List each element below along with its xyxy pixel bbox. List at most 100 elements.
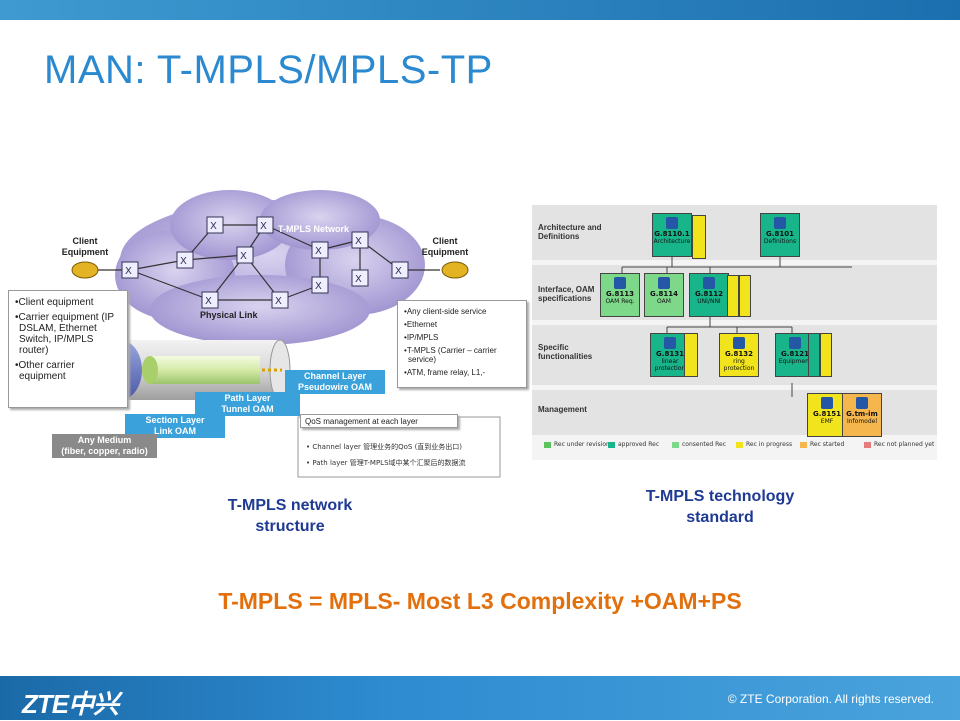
rec-id: G.8113 [606, 290, 634, 298]
legend-label: Rec not planned yet [874, 441, 935, 448]
legend-label: approved Rec [618, 441, 660, 448]
service-callout: Any client-side service Ethernet IP/MPLS… [397, 300, 527, 388]
svg-text:X: X [125, 266, 132, 277]
network-label: T-MPLS Network [278, 224, 350, 234]
slide-title: MAN: T-MPLS/MPLS-TP [44, 48, 493, 92]
qos-line-2: • Path layer 管理T-MPLS域中某个汇聚后的数据流 [306, 459, 466, 467]
rec-id: G.8132 [725, 350, 753, 358]
service-callout-item: Any client-side service [407, 307, 520, 316]
client-callout: Client equipment Carrier equipment (IP D… [8, 290, 128, 408]
svg-text:X: X [260, 221, 267, 232]
row-label-specific: Specific functionalities [538, 343, 593, 361]
client-equipment-right-label: Client Equipment [421, 236, 469, 257]
itu-logo-icon [774, 217, 786, 229]
rec-subtitle: Definitions [763, 238, 797, 245]
itu-logo-icon [703, 277, 715, 289]
qos-callout: QoS management at each layer [300, 414, 458, 428]
legend-item: consented Rec [672, 441, 726, 448]
legend-item: Rec in progress [736, 441, 792, 448]
itu-logo-icon [658, 277, 670, 289]
service-callout-item: ATM, frame relay, L1,- [407, 368, 520, 377]
legend-item: Rec under revision [544, 441, 610, 448]
legend-item: Rec started [800, 441, 844, 448]
rec-id: G.8112 [695, 290, 723, 298]
path-layer-bar [195, 392, 300, 416]
svg-text:X: X [205, 296, 212, 307]
row-label-interface: Interface, OAM specifications [538, 285, 595, 303]
tmpls-equation: T-MPLS = MPLS- Most L3 Complexity +OAM+P… [218, 588, 742, 614]
any-medium-label: Any Medium (fiber, copper, radio) [61, 435, 148, 456]
legend-label: Rec started [810, 441, 845, 448]
rec-subtitle: OAM [657, 298, 671, 305]
client-callout-item: Other carrier equipment [19, 360, 121, 382]
channel-layer-label: Channel Layer Pseudowire OAM [297, 371, 372, 392]
physical-link-label: Physical Link [200, 310, 258, 320]
itu-logo-icon [666, 217, 678, 229]
legend-swatch [800, 441, 807, 448]
service-callout-item: IP/MPLS [407, 333, 520, 342]
service-callout-item: T-MPLS (Carrier – carrier service) [407, 346, 520, 364]
rec-subtitle: ring protection [723, 358, 755, 372]
right-figure-caption: T-MPLS technology standard [645, 488, 795, 526]
legend-swatch [608, 441, 615, 448]
rec-id: G.8114 [650, 290, 678, 298]
legend-item: approved Rec [608, 441, 659, 448]
itu-logo-icon [614, 277, 626, 289]
network-svg: X X X X X X X X X X X X [52, 190, 501, 478]
svg-text:X: X [275, 296, 282, 307]
client-router-right-icon [441, 261, 469, 279]
network-cloud [115, 190, 425, 345]
footer-bar [0, 676, 960, 720]
section-layer-label: Section Layer Link OAM [145, 415, 205, 436]
svg-text:X: X [315, 246, 322, 257]
itu-logo-icon [733, 337, 745, 349]
legend-label: consented Rec [682, 441, 727, 448]
rec-subtitle: Architecture [653, 238, 691, 245]
zte-logo: ZTE中兴 [22, 689, 119, 719]
legend-swatch [544, 441, 551, 448]
rec-subtitle: Infomodel [846, 418, 878, 425]
svg-text:X: X [355, 236, 362, 247]
qos-line-1: • Channel layer 管理业务的QoS (直到业务出口) [306, 443, 463, 451]
itu-logo-icon [664, 337, 676, 349]
top-banner [0, 0, 960, 20]
rec-subtitle: linear protection [654, 358, 686, 372]
any-medium-bar [52, 434, 157, 458]
path-layer-label: Path Layer Tunnel OAM [221, 393, 274, 414]
legend-swatch [736, 441, 743, 448]
tmpls-network-diagram: X X X X X X X X X X X X [0, 180, 527, 480]
svg-text:X: X [180, 256, 187, 267]
channel-layer-bar [285, 370, 385, 394]
rec-id: G.8121 [781, 350, 809, 358]
legend-swatch [672, 441, 679, 448]
rec-subtitle: OAM Req. [605, 298, 635, 305]
itu-logo-icon [789, 337, 801, 349]
amendment-strip [692, 215, 706, 259]
client-callout-item: Carrier equipment (IP DSLAM, Ethernet Sw… [19, 312, 121, 356]
itu-logo-icon [856, 397, 868, 409]
tmpls-standards-diagram: Architecture and Definitions Interface, … [532, 205, 937, 460]
amendment-strip [820, 333, 832, 377]
rec-subtitle: UNI/NNI [697, 298, 721, 305]
copyright-text: © ZTE Corporation. All rights reserved. [727, 692, 934, 706]
left-figure-caption: T-MPLS network structure [227, 497, 353, 535]
svg-text:X: X [315, 281, 322, 292]
svg-text:X: X [240, 251, 247, 262]
rec-subtitle: EMF [820, 418, 834, 425]
rec-id: G.8101 [766, 230, 794, 238]
corrigendum-strip [727, 275, 739, 317]
svg-text:X: X [355, 274, 362, 285]
service-callout-item: Ethernet [407, 320, 520, 329]
legend-item: Rec not planned yet [864, 441, 934, 448]
amendment-strip [684, 333, 698, 377]
legend-label: Rec in progress [746, 441, 793, 448]
standards-legend: Rec under revision approved Rec consented … [544, 439, 934, 457]
svg-text:X: X [210, 221, 217, 232]
row-label-management: Management [538, 405, 587, 414]
